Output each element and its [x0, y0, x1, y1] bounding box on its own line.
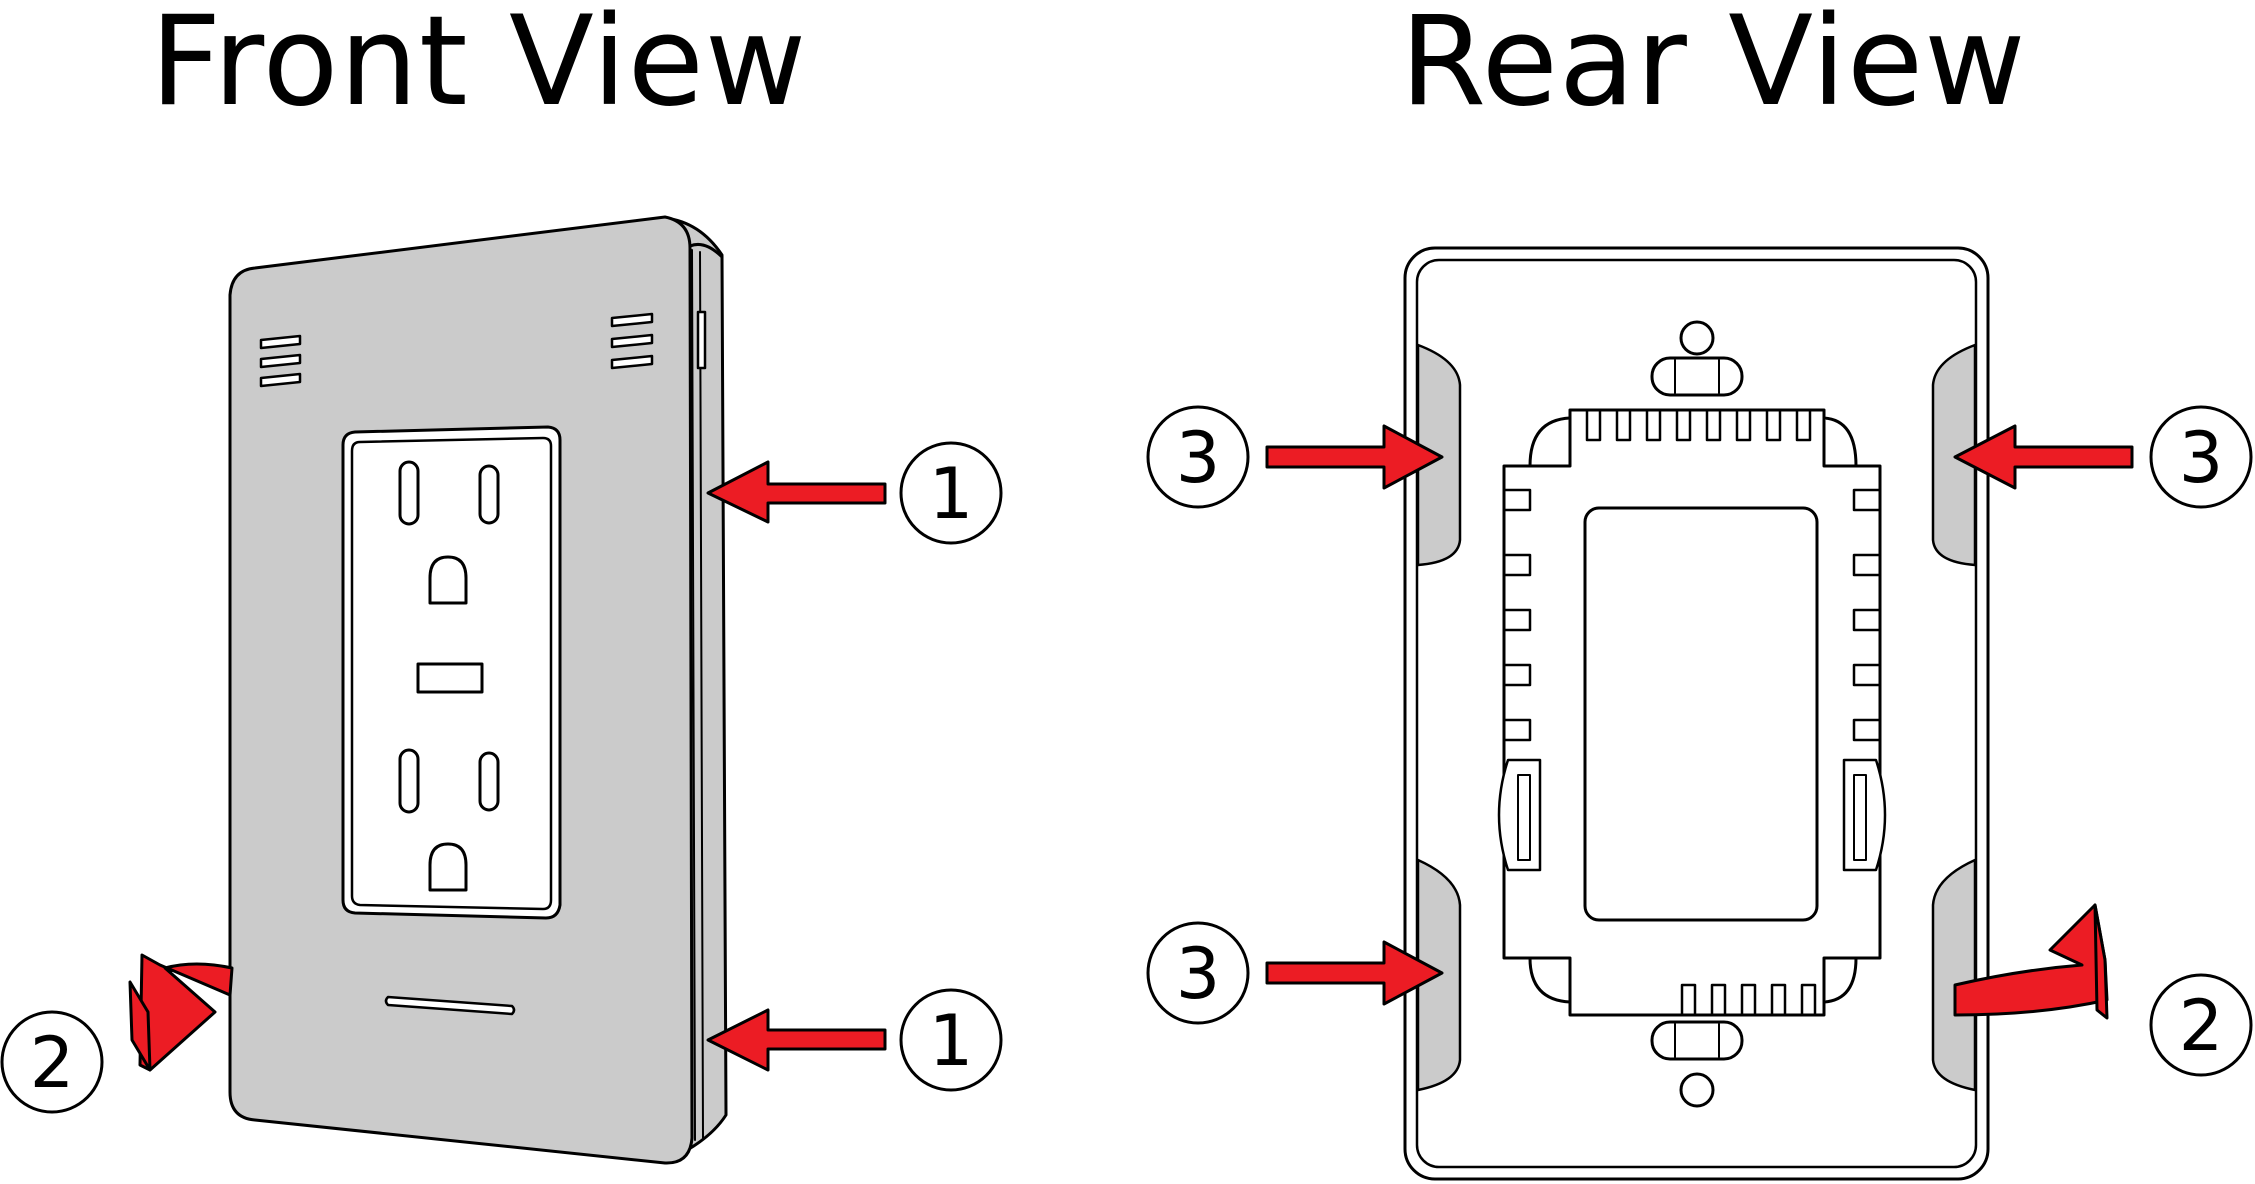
svg-text:3: 3 [2179, 417, 2224, 499]
arrow-icon [1265, 424, 1444, 490]
front-arrow-1-upper [706, 460, 887, 524]
front-arrow-1-lower [706, 1008, 887, 1072]
callout-rear-3-upper-right: 3 [2149, 405, 2253, 509]
reset-button-shape [416, 662, 484, 694]
front-curved-arrow-2 [128, 953, 234, 1072]
arrow-icon [706, 1008, 887, 1072]
curved-arrow-icon [138, 953, 234, 1072]
svg-text:1: 1 [929, 1000, 974, 1082]
indicator-slot [384, 995, 516, 1016]
arrow-icon [706, 460, 887, 524]
svg-text:2: 2 [2179, 985, 2224, 1067]
rear-view-plate [1403, 246, 1990, 1181]
svg-text:1: 1 [929, 453, 974, 535]
rear-arrow-3-upper-left [1265, 424, 1444, 490]
callout-rear-3-upper-left: 3 [1146, 405, 1250, 509]
rear-view-title: Rear View [1400, 0, 2027, 134]
callout-rear-3-lower-left: 3 [1146, 921, 1250, 1025]
svg-text:3: 3 [1176, 933, 1221, 1015]
arrow-icon [1953, 424, 2134, 490]
svg-text:3: 3 [1176, 417, 1221, 499]
outlet-lower [398, 748, 500, 892]
callout-front-1-lower: 1 [899, 988, 1003, 1092]
outlet-upper [398, 460, 500, 605]
front-view-title: Front View [150, 0, 808, 134]
rear-arrow-3-upper-right [1953, 424, 2134, 490]
svg-text:2: 2 [30, 1022, 75, 1104]
front-view-plate [228, 215, 728, 1165]
callout-front-1-upper: 1 [899, 441, 1003, 545]
callout-rear-2: 2 [2149, 973, 2253, 1077]
vent-slots-right [610, 312, 654, 370]
vent-slots-left [259, 334, 302, 388]
rear-curved-arrow-2 [1953, 903, 2109, 1020]
arrow-icon [1265, 940, 1444, 1006]
callout-front-2: 2 [0, 1010, 104, 1114]
rear-arrow-3-lower-left [1265, 940, 1444, 1006]
